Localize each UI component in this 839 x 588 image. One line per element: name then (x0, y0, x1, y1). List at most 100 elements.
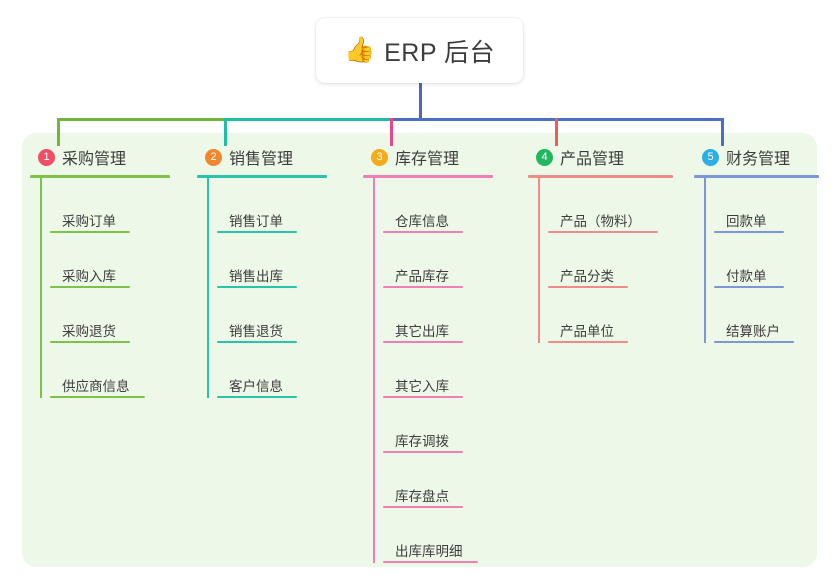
leaf-item[interactable]: 采购入库 (40, 233, 170, 288)
leaf-label: 采购订单 (62, 214, 116, 229)
branch-title-1: 采购管理 (62, 151, 127, 168)
leaf-item[interactable]: 库存盘点 (373, 453, 493, 508)
branch-underline-4 (528, 175, 673, 178)
leaf-underline (217, 341, 297, 343)
leaf-underline (50, 396, 145, 398)
branch-underline-1 (30, 175, 170, 178)
connector-drop-1 (57, 118, 60, 146)
branch-1: 1 采购管理采购订单采购入库采购退货供应商信息 (30, 146, 170, 398)
leaf-label: 采购退货 (62, 324, 116, 339)
branch-title-2: 销售管理 (229, 151, 294, 168)
leaf-item[interactable]: 销售退货 (207, 288, 327, 343)
branch-title-3: 库存管理 (395, 151, 460, 168)
branch-items-3: 仓库信息产品库存其它出库其它入库库存调拨库存盘点出库库明细 (363, 178, 493, 563)
leaf-underline (383, 561, 478, 563)
branch-underline-3 (363, 175, 493, 178)
leaf-underline (50, 286, 130, 288)
leaf-label: 其它入库 (395, 379, 449, 394)
leaf-item[interactable]: 其它入库 (373, 343, 493, 398)
branch-items-5: 回款单付款单结算账户 (694, 178, 819, 343)
connector-drop-3 (390, 118, 393, 146)
leaf-item[interactable]: 客户信息 (207, 343, 327, 398)
leaf-label: 客户信息 (229, 379, 283, 394)
branch-underline-2 (197, 175, 327, 178)
leaf-underline (714, 341, 794, 343)
connector-drop-5 (721, 118, 724, 146)
leaf-underline (383, 506, 463, 508)
branch-badge-4: 4 (536, 148, 553, 166)
leaf-label: 库存盘点 (395, 489, 449, 504)
branch-badge-5: 5 (702, 148, 719, 166)
leaf-underline (383, 451, 463, 453)
leaf-item[interactable]: 回款单 (704, 178, 819, 233)
leaf-item[interactable]: 采购退货 (40, 288, 170, 343)
leaf-label: 其它出库 (395, 324, 449, 339)
leaf-underline (217, 396, 297, 398)
leaf-label: 仓库信息 (395, 214, 449, 229)
branch-items-4: 产品（物料） 产品分类产品单位 (528, 178, 673, 343)
leaf-item[interactable]: 结算账户 (704, 288, 819, 343)
leaf-underline (714, 286, 784, 288)
branch-items-2: 销售订单销售出库销售退货客户信息 (197, 178, 327, 398)
leaf-label: 采购入库 (62, 269, 116, 284)
branch-spine-3 (373, 178, 375, 563)
branch-5: 5 财务管理回款单付款单结算账户 (694, 146, 819, 343)
leaf-label: 结算账户 (726, 324, 780, 339)
leaf-item[interactable]: 采购订单 (40, 178, 170, 233)
branch-header-2[interactable]: 2 销售管理 (197, 146, 327, 168)
leaf-underline (548, 286, 628, 288)
branch-header-1[interactable]: 1 采购管理 (30, 146, 170, 168)
leaf-label: 付款单 (726, 269, 767, 284)
connector-bar-2 (224, 118, 390, 121)
leaf-item[interactable]: 出库库明细 (373, 508, 493, 563)
leaf-label: 产品库存 (395, 269, 449, 284)
branch-spine-5 (704, 178, 706, 343)
thumbs-up-icon: 👍 (343, 36, 376, 64)
leaf-underline (714, 231, 784, 233)
leaf-label: 产品（物料） (560, 214, 641, 229)
leaf-underline (383, 341, 463, 343)
leaf-item[interactable]: 产品单位 (538, 288, 673, 343)
branch-title-4: 产品管理 (560, 151, 625, 168)
leaf-underline (548, 341, 628, 343)
leaf-item[interactable]: 付款单 (704, 233, 819, 288)
leaf-underline (217, 286, 297, 288)
connector-bar-1 (57, 118, 224, 121)
branch-spine-2 (207, 178, 209, 398)
branch-header-5[interactable]: 5 财务管理 (694, 146, 819, 168)
leaf-item[interactable]: 产品（物料） (538, 178, 673, 233)
branch-underline-5 (694, 175, 819, 178)
branch-spine-4 (538, 178, 540, 343)
branch-spine-1 (40, 178, 42, 398)
connector-drop-4 (555, 118, 558, 146)
root-title: ERP 后台 (384, 38, 496, 67)
branch-header-3[interactable]: 3 库存管理 (363, 146, 493, 168)
leaf-item[interactable]: 销售订单 (207, 178, 327, 233)
leaf-item[interactable]: 库存调拨 (373, 398, 493, 453)
branch-items-1: 采购订单采购入库采购退货供应商信息 (30, 178, 170, 398)
leaf-item[interactable]: 产品库存 (373, 233, 493, 288)
leaf-label: 产品分类 (560, 269, 614, 284)
branch-header-4[interactable]: 4 产品管理 (528, 146, 673, 168)
leaf-underline (383, 396, 463, 398)
leaf-label: 供应商信息 (62, 379, 130, 394)
leaf-underline (50, 341, 130, 343)
branch-badge-1: 1 (38, 148, 55, 166)
leaf-item[interactable]: 销售出库 (207, 233, 327, 288)
branch-badge-3: 3 (371, 148, 388, 166)
leaf-label: 库存调拨 (395, 434, 449, 449)
leaf-item[interactable]: 产品分类 (538, 233, 673, 288)
leaf-item[interactable]: 其它出库 (373, 288, 493, 343)
branch-3: 3 库存管理仓库信息产品库存其它出库其它入库库存调拨库存盘点出库库明细 (363, 146, 493, 563)
leaf-label: 出库库明细 (395, 544, 463, 559)
branch-badge-2: 2 (205, 148, 222, 166)
connector-drop-2 (224, 118, 227, 146)
leaf-item[interactable]: 供应商信息 (40, 343, 170, 398)
branch-title-5: 财务管理 (726, 151, 791, 168)
root-node[interactable]: 👍 ERP 后台 (316, 18, 523, 83)
leaf-label: 回款单 (726, 214, 767, 229)
leaf-item[interactable]: 仓库信息 (373, 178, 493, 233)
branch-4: 4 产品管理产品（物料） 产品分类产品单位 (528, 146, 673, 343)
branch-2: 2 销售管理销售订单销售出库销售退货客户信息 (197, 146, 327, 398)
